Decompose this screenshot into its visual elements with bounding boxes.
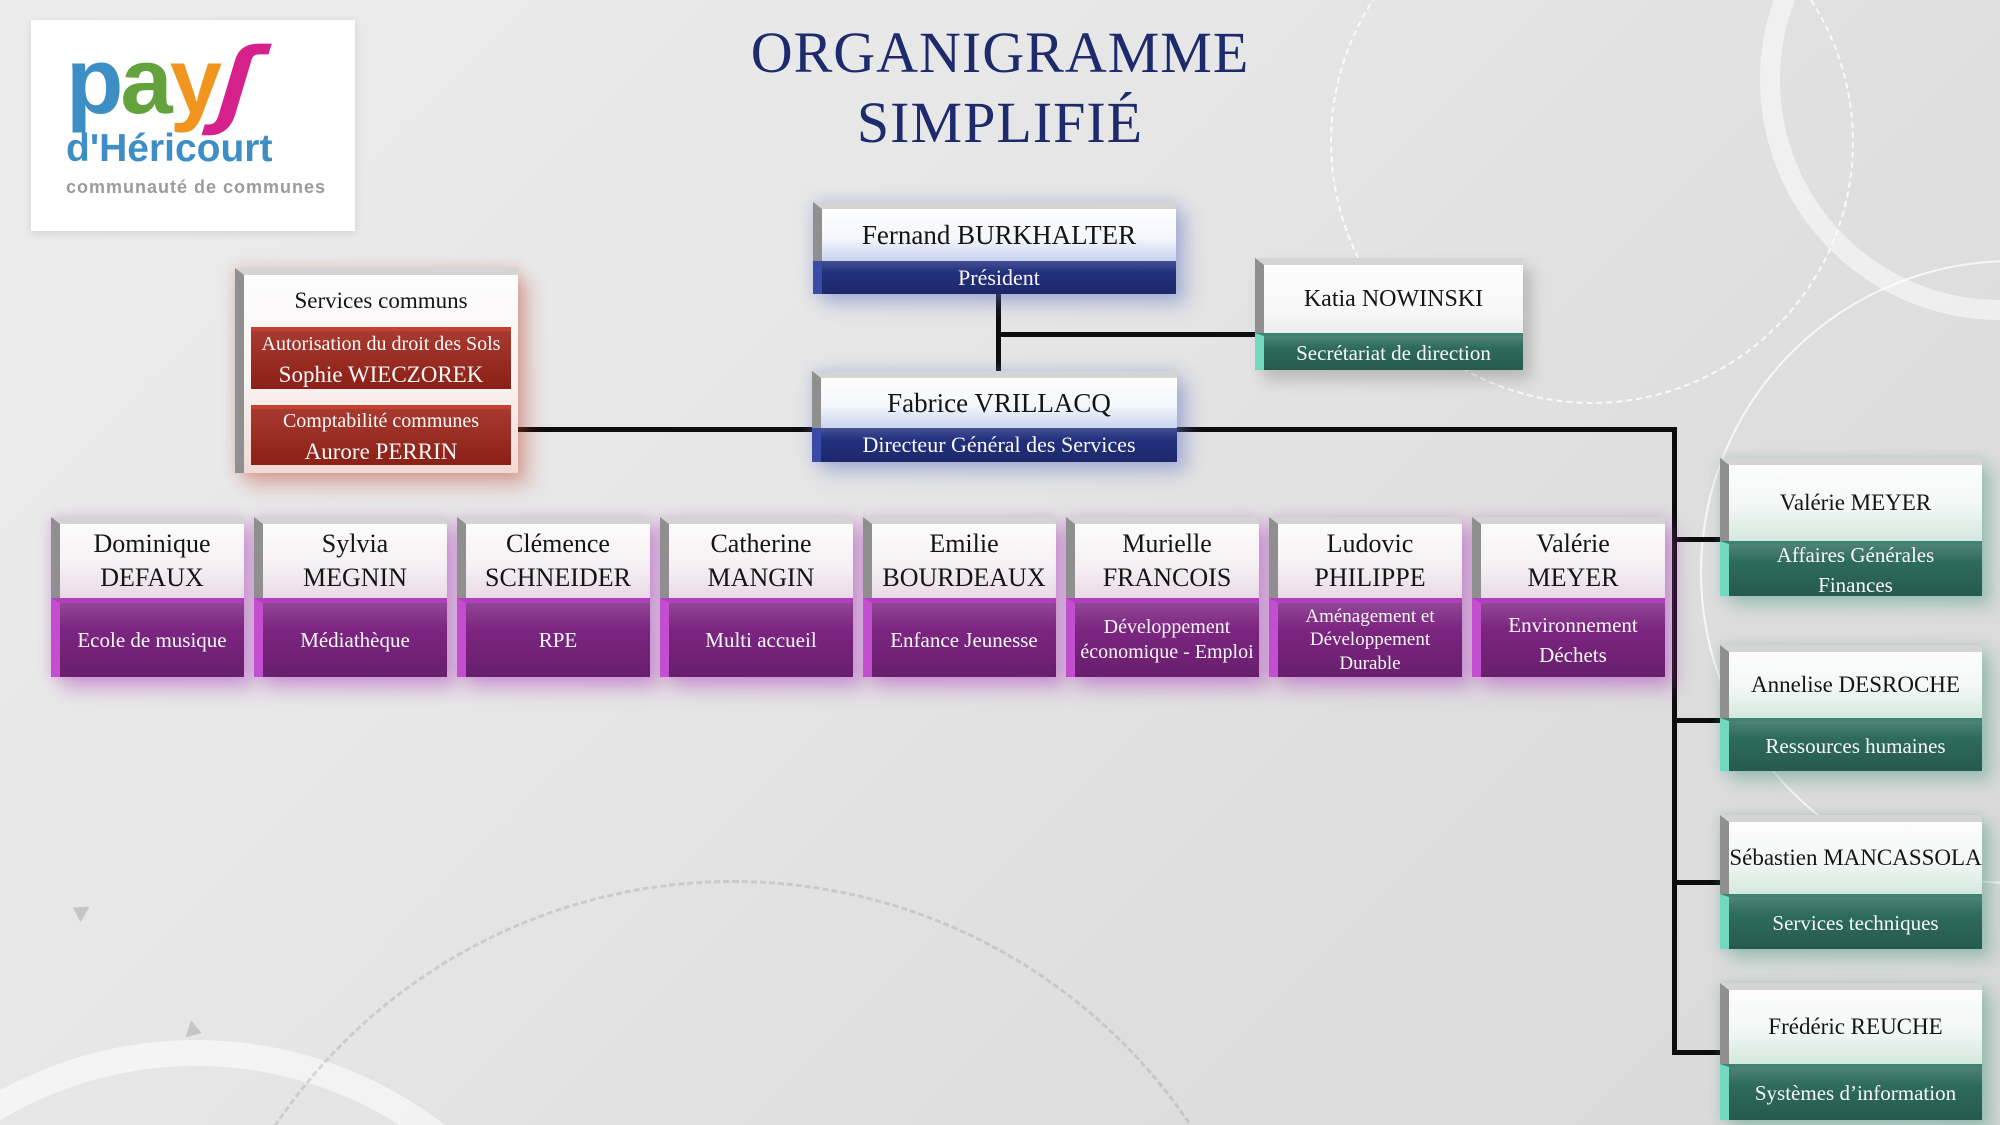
dept-last-name: MEGNIN bbox=[303, 563, 407, 592]
dept-last-name: PHILIPPE bbox=[1314, 563, 1426, 592]
dept-last-name: MEYER bbox=[1527, 563, 1619, 592]
dept-name: Clémence SCHNEIDER bbox=[466, 524, 650, 598]
spacer bbox=[244, 389, 518, 405]
direction-service: Systèmes d’information bbox=[1720, 1064, 1982, 1120]
dept-name: Murielle FRANCOIS bbox=[1075, 524, 1259, 598]
org-node-affaires-generales: Valérie MEYER Affaires Générales Finance… bbox=[1720, 458, 1982, 597]
dept-first-name: Clémence bbox=[506, 529, 610, 559]
dept-service: Multi accueil bbox=[660, 598, 853, 677]
org-node-dept-multi-accueil: Catherine MANGIN Multi accueil bbox=[660, 517, 853, 677]
dept-name: Catherine MANGIN bbox=[669, 524, 853, 598]
dept-name: Sylvia MEGNIN bbox=[263, 524, 447, 598]
direction-name: Sébastien MANCASSOLA bbox=[1729, 822, 1982, 894]
dept-last-name: MANGIN bbox=[707, 563, 815, 592]
dgs-name: Fabrice VRILLACQ bbox=[821, 378, 1177, 428]
org-node-dgs: Fabrice VRILLACQ Directeur Général des S… bbox=[812, 371, 1177, 462]
decor-dashed-ring bbox=[180, 880, 1286, 1125]
dept-service: Ecole de musique bbox=[51, 598, 244, 677]
service-label: Comptabilité communes bbox=[282, 409, 480, 432]
org-node-dept-environnement-dechets: Valérie MEYER Environnement Déchets bbox=[1472, 517, 1665, 677]
org-node-dept-developpement-economique: Murielle FRANCOIS Développement économiq… bbox=[1066, 517, 1259, 677]
logo-name: d'Héricourt bbox=[66, 127, 273, 171]
org-node-secretariat: Katia NOWINSKI Secrétariat de direction bbox=[1255, 258, 1523, 370]
connector-secretariat bbox=[996, 332, 1258, 337]
logo-subtitle: communauté de communes bbox=[66, 177, 327, 198]
dept-name: Emilie BOURDEAUX bbox=[872, 524, 1056, 598]
direction-service: Ressources humaines bbox=[1720, 718, 1982, 771]
org-node-dept-mediatheque: Sylvia MEGNIN Médiathèque bbox=[254, 517, 447, 677]
dept-first-name: Dominique bbox=[93, 529, 211, 559]
secretariat-name: Katia NOWINSKI bbox=[1264, 265, 1523, 333]
dept-service: Aménagement et Développement Durable bbox=[1269, 598, 1462, 677]
dept-last-name: DEFAUX bbox=[100, 563, 204, 592]
dept-service: RPE bbox=[457, 598, 650, 677]
logo-wordmark: payʃ bbox=[66, 28, 355, 138]
org-node-systemes-information: Frédéric REUCHE Systèmes d’information bbox=[1720, 983, 1982, 1120]
dept-first-name: Catherine bbox=[710, 529, 812, 559]
logo-letter-y: y bbox=[169, 28, 222, 133]
connector-branch-affaires bbox=[1677, 537, 1722, 542]
dept-name: Valérie MEYER bbox=[1481, 524, 1665, 598]
pays-hericourt-logo: payʃ d'Héricourt communauté de communes bbox=[31, 20, 355, 231]
services-communs-item-urbanisme: Autorisation du droit des Sols Sophie WI… bbox=[251, 327, 511, 389]
direction-name: Frédéric REUCHE bbox=[1729, 990, 1982, 1064]
dgs-role: Directeur Général des Services bbox=[812, 428, 1177, 462]
dept-first-name: Emilie bbox=[929, 529, 999, 559]
page-title-line1: ORGANIGRAMME bbox=[750, 20, 1250, 85]
decor-arrow bbox=[68, 899, 90, 923]
org-node-president: Fernand BURKHALTER Président bbox=[813, 202, 1176, 294]
connector-services-communs bbox=[512, 427, 815, 432]
logo-letter-s: ʃ bbox=[213, 29, 261, 138]
connector-branch-rh bbox=[1677, 718, 1722, 723]
dept-first-name: Ludovic bbox=[1326, 529, 1414, 559]
dept-name: Ludovic PHILIPPE bbox=[1278, 524, 1462, 598]
connector-branch-technique bbox=[1677, 880, 1722, 885]
service-person: Sophie WIECZOREK bbox=[278, 361, 484, 387]
logo-letter-a: a bbox=[120, 28, 172, 133]
dept-first-name: Sylvia bbox=[321, 529, 389, 559]
connector-dgs-trunk bbox=[1174, 427, 1677, 432]
direction-service: Services techniques bbox=[1720, 894, 1982, 949]
president-name: Fernand BURKHALTER bbox=[822, 209, 1176, 261]
org-node-dept-ecole-musique: Dominique DEFAUX Ecole de musique bbox=[51, 517, 244, 677]
decor-arrow bbox=[185, 1020, 205, 1042]
org-node-dept-amenagement-durable: Ludovic PHILIPPE Aménagement et Développ… bbox=[1269, 517, 1462, 677]
page-title-line2: SIMPLIFIÉ bbox=[856, 89, 1144, 155]
org-node-dept-enfance-jeunesse: Emilie BOURDEAUX Enfance Jeunesse bbox=[863, 517, 1056, 677]
org-node-services-communs: Services communs Autorisation du droit d… bbox=[235, 268, 518, 473]
connector-branch-si bbox=[1672, 1050, 1722, 1055]
dept-name: Dominique DEFAUX bbox=[60, 524, 244, 598]
page-title: ORGANIGRAMME SIMPLIFIÉ bbox=[600, 18, 1400, 157]
connector-trunk-vertical bbox=[1672, 427, 1677, 1055]
dept-first-name: Murielle bbox=[1122, 529, 1212, 559]
org-node-ressources-humaines: Annelise DESROCHE Ressources humaines bbox=[1720, 645, 1982, 771]
dept-first-name: Valérie bbox=[1536, 529, 1610, 559]
dept-service: Enfance Jeunesse bbox=[863, 598, 1056, 677]
services-communs-item-comptabilite: Comptabilité communes Aurore PERRIN bbox=[251, 405, 511, 465]
dept-service: Environnement Déchets bbox=[1472, 598, 1665, 677]
dept-last-name: SCHNEIDER bbox=[485, 563, 631, 592]
president-role: Président bbox=[813, 261, 1176, 294]
dept-last-name: BOURDEAUX bbox=[882, 563, 1046, 592]
secretariat-role: Secrétariat de direction bbox=[1255, 333, 1523, 370]
logo-letter-p: p bbox=[66, 28, 123, 133]
service-person: Aurore PERRIN bbox=[304, 438, 458, 464]
dept-service: Développement économique - Emploi bbox=[1066, 598, 1259, 677]
services-communs-title: Services communs bbox=[294, 288, 468, 313]
dept-last-name: FRANCOIS bbox=[1102, 563, 1232, 592]
service-label: Autorisation du droit des Sols bbox=[261, 332, 501, 355]
dept-service: Médiathèque bbox=[254, 598, 447, 677]
direction-service: Affaires Générales Finances bbox=[1720, 541, 1982, 597]
direction-name: Annelise DESROCHE bbox=[1729, 652, 1982, 718]
org-node-dept-rpe: Clémence SCHNEIDER RPE bbox=[457, 517, 650, 677]
direction-name: Valérie MEYER bbox=[1729, 465, 1982, 541]
org-node-services-techniques: Sébastien MANCASSOLA Services techniques bbox=[1720, 815, 1982, 949]
